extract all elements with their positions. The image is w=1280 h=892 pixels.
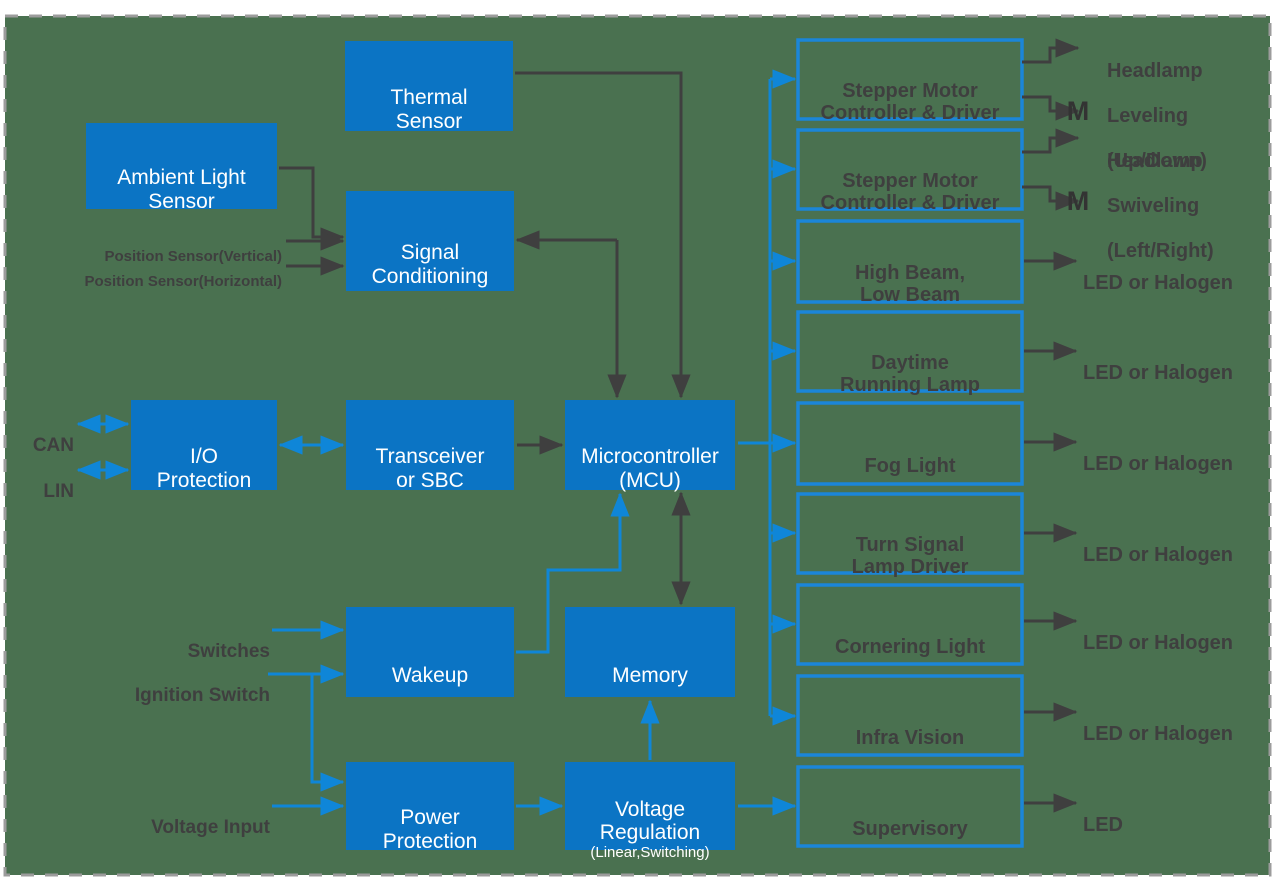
rect-power-protection[interactable] [346,762,514,850]
conn-wakeup-mcu [516,492,630,654]
blue-connectors [76,69,797,816]
rect-thermal-sensor[interactable] [345,41,513,131]
rect-microcontroller[interactable] [565,400,735,490]
rect-ambient-light-sensor[interactable] [86,123,277,209]
out-stepper1-bot [1022,95,1080,121]
out-stepper1-top [1022,38,1080,64]
out-stepper2-top [1022,128,1080,154]
dashed-border [3,14,1272,877]
rect-cornering-light[interactable] [796,583,1024,666]
rect-io-protection[interactable] [131,400,277,490]
rect-fog-light[interactable] [796,401,1024,486]
rect-signal-conditioning[interactable] [346,191,514,291]
rect-daytime-running[interactable] [796,310,1024,393]
out-stepper2-bot [1022,185,1080,211]
rect-turn-signal[interactable] [796,492,1024,575]
rect-stepper-motor-2[interactable] [796,128,1024,211]
conn-thermal-mcu [515,71,691,399]
rect-transceiver-or-sbc[interactable] [346,400,514,490]
rect-infra-vision[interactable] [796,674,1024,757]
rect-high-low-beam[interactable] [796,219,1024,304]
rect-memory[interactable] [565,607,735,697]
filled-block-rects [86,41,735,850]
rect-stepper-motor-1[interactable] [796,38,1024,121]
conn-ignition-power [310,674,345,792]
rect-wakeup[interactable] [346,607,514,697]
rect-voltage-regulation[interactable] [565,762,735,850]
dark-connectors [279,38,1080,813]
outlined-block-rects [796,38,1024,848]
rect-supervisory[interactable] [796,765,1024,848]
